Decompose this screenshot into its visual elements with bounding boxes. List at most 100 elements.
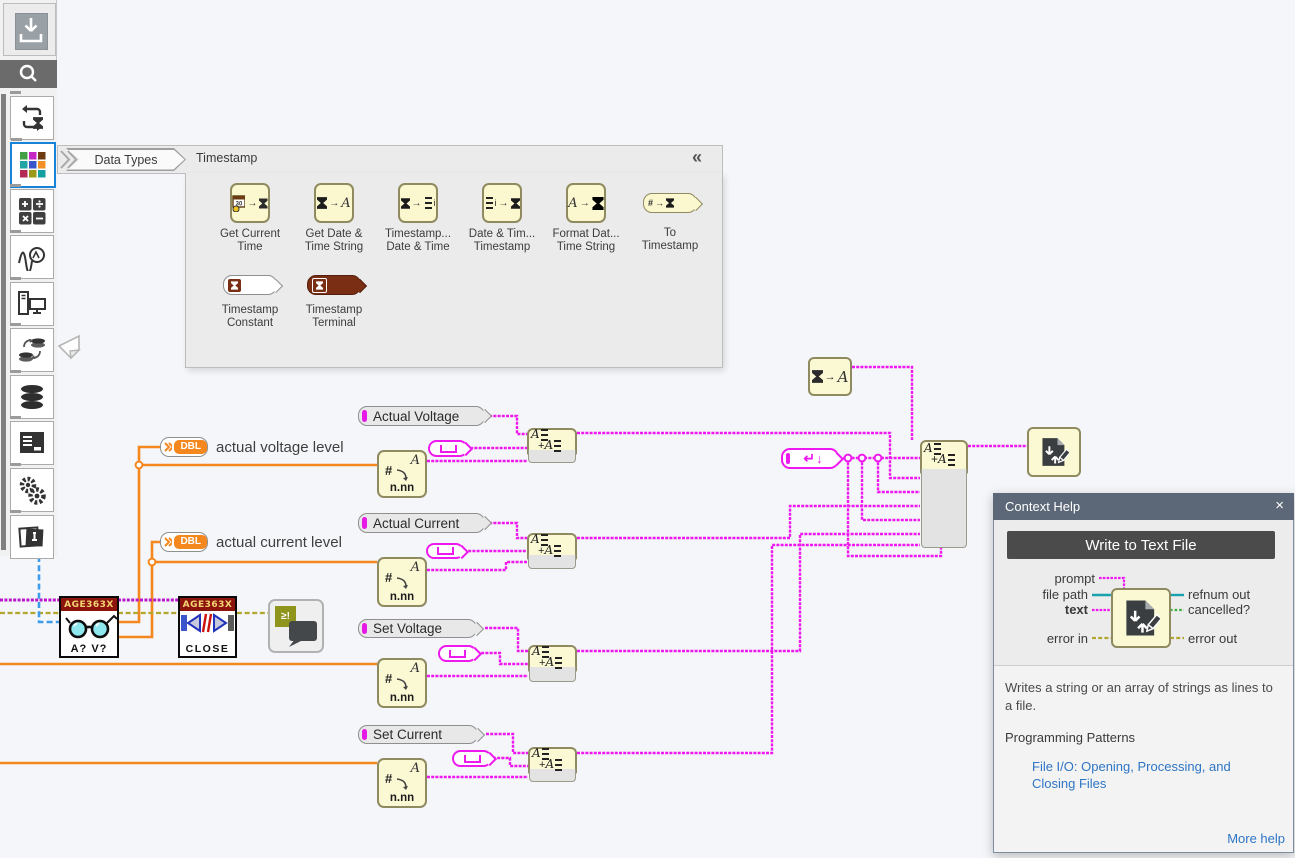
concatenate-strings-main[interactable]: A+A [920, 440, 968, 548]
sidebar-item-settings-gears[interactable] [10, 463, 54, 512]
pinned-panel-icon [18, 525, 44, 548]
breadcrumb-data-types[interactable]: Data Types [66, 148, 186, 171]
dbl-terminal-actual-voltage[interactable]: DBL [160, 437, 208, 457]
database-icon [21, 385, 43, 409]
timestamp-terminal-icon[interactable] [307, 275, 361, 295]
space-constant-1[interactable] [428, 440, 468, 457]
number-to-fractional-string-1[interactable]: #A n.nn [377, 450, 427, 498]
sidebar-scrollbar[interactable] [1, 94, 6, 550]
context-help-titlebar[interactable]: Context Help × [993, 493, 1294, 520]
string-marker [786, 453, 790, 464]
number-to-fractional-string-4[interactable]: #A n.nn [377, 758, 427, 808]
dbl-terminal-actual-current[interactable]: DBL [160, 532, 208, 552]
sidebar-item-data-types[interactable] [10, 138, 56, 188]
sidebar-item-data-transfer[interactable] [10, 323, 54, 372]
timestamp-constant-icon[interactable] [223, 275, 277, 295]
context-help-connector-wires [1092, 576, 1184, 640]
terminal-label: actual voltage level [216, 439, 344, 456]
connector-label-file-path: file path [1042, 587, 1088, 602]
connector-label-error-out: error out [1188, 631, 1238, 646]
close-session-icon [181, 613, 234, 633]
string-constant-set-current[interactable]: Set Current [358, 725, 478, 744]
hourglass-icon [666, 198, 674, 208]
palette-item-get-date-time-string[interactable]: →A Get Date &Time String [292, 183, 376, 254]
terminal-chevron-icon [164, 442, 173, 452]
hourglass-icon [401, 198, 410, 209]
connector-label-refnum-out: refnum out [1188, 587, 1251, 602]
space-constant-3[interactable] [438, 645, 477, 662]
terminal-chevron-icon [164, 537, 173, 547]
palette-page-curl-icon[interactable] [57, 333, 83, 360]
string-constant-actual-current[interactable]: Actual Current [358, 513, 485, 533]
sidebar-item-system[interactable] [10, 277, 54, 326]
more-help-link[interactable]: More help [1227, 831, 1285, 846]
instrument-read-node[interactable]: AGE363X A? V? [59, 596, 119, 658]
timed-loop-icon [22, 105, 47, 131]
end-of-line-constant[interactable]: ↵ ↓ [781, 448, 839, 469]
concatenate-strings-4[interactable]: A+A [528, 747, 577, 782]
palette-item-timestamp-to-date-time[interactable]: →i Timestamp...Date & Time [376, 183, 460, 254]
concatenate-glyph: A+A [531, 428, 562, 453]
sidebar-item-timed-loop[interactable] [10, 91, 54, 140]
sidebar-item-numeric-math[interactable] [10, 184, 54, 233]
gears-icon [19, 476, 46, 505]
sidebar-item-signal-analysis[interactable] [10, 230, 54, 279]
palette-search-bar[interactable] [0, 60, 57, 88]
write-to-text-file-node[interactable] [1027, 427, 1081, 477]
hourglass-icon [511, 198, 520, 209]
glasses-icon [65, 614, 118, 639]
close-icon[interactable]: × [1275, 497, 1284, 514]
string-constant-set-voltage[interactable]: Set Voltage [358, 619, 477, 638]
get-date-time-string-node[interactable]: → A [808, 357, 852, 396]
string-marker [362, 409, 367, 423]
context-help-description-area [994, 665, 1293, 852]
string-constant-actual-voltage[interactable]: Actual Voltage [358, 406, 485, 426]
cluster-glyph [424, 197, 432, 209]
cluster-glyph [485, 197, 493, 209]
context-help-title: Context Help [1005, 499, 1081, 514]
return-arrow-glyph: ↵ [803, 450, 816, 466]
numeric-wires [0, 445, 377, 765]
palette-item-date-time-to-timestamp[interactable]: i→ Date & Tim...Timestamp [460, 183, 544, 254]
concatenate-strings-3[interactable]: A+A [528, 645, 577, 682]
palette-item-format-date-time-string[interactable]: A→ Format Dat...Time String [544, 183, 628, 254]
space-glyph [439, 444, 457, 453]
number-to-fractional-string-3[interactable]: #A n.nn [377, 658, 427, 708]
breadcrumb-timestamp[interactable]: Timestamp [196, 151, 258, 165]
context-help-node-title-button[interactable]: Write to Text File [1007, 531, 1275, 559]
concatenate-strings-1[interactable]: A+A [527, 428, 577, 463]
download-button[interactable] [3, 3, 56, 56]
instrument-close-node[interactable]: AGE363X CLOSE [178, 596, 237, 658]
refnum-wire [37, 556, 59, 624]
hourglass-icon [592, 197, 604, 210]
connector-label-cancelled: cancelled? [1188, 602, 1251, 617]
space-constant-4[interactable] [452, 750, 492, 767]
search-icon [19, 64, 37, 82]
string-wires [427, 365, 1027, 779]
pattern-link[interactable]: File I/O: Opening, Processing, and Closi… [1032, 759, 1231, 791]
instrument-banner: AGE363X [61, 598, 117, 611]
sidebar-item-dialog-ui[interactable] [10, 416, 54, 465]
connector-label-prompt: prompt [1054, 571, 1095, 586]
sidebar-item-pinned-palette[interactable] [10, 509, 54, 559]
display-message-node[interactable]: ≥! [268, 599, 324, 653]
collapse-palette-button[interactable]: « [692, 147, 703, 167]
convert-arrow-icon [396, 469, 408, 481]
sidebar-item-database[interactable] [10, 370, 54, 419]
linefeed-arrow-glyph: ↓ [816, 451, 823, 466]
to-timestamp-icon[interactable]: #→ [643, 193, 697, 213]
write-file-icon [1039, 437, 1069, 467]
number-to-fractional-string-2[interactable]: #A n.nn [377, 557, 427, 607]
programming-patterns-heading: Programming Patterns [1005, 730, 1136, 745]
concatenate-strings-2[interactable]: A+A [527, 533, 577, 569]
terminal-label: actual current level [216, 534, 342, 551]
speech-bubble-icon [289, 621, 317, 647]
svg-text:30: 30 [236, 201, 243, 207]
space-constant-2[interactable] [426, 543, 464, 559]
